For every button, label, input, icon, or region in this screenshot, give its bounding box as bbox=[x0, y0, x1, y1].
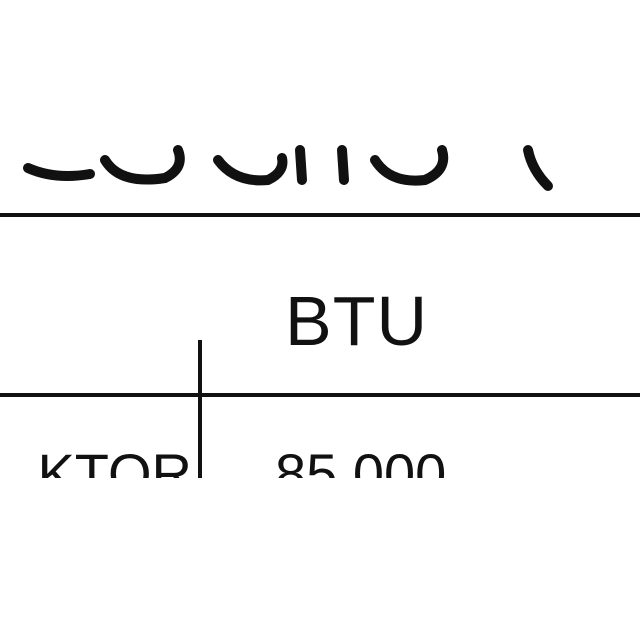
table-row-value: 85,000 bbox=[275, 442, 447, 479]
table-column-divider bbox=[198, 340, 202, 478]
document-crop: BTU KTOR 85,000 bbox=[0, 145, 640, 479]
title-text-fragment bbox=[23, 145, 553, 191]
table-top-border bbox=[0, 213, 640, 217]
column-header-btu: BTU bbox=[285, 282, 428, 360]
table-row-label: KTOR bbox=[37, 442, 192, 479]
table-header-divider bbox=[0, 393, 640, 397]
